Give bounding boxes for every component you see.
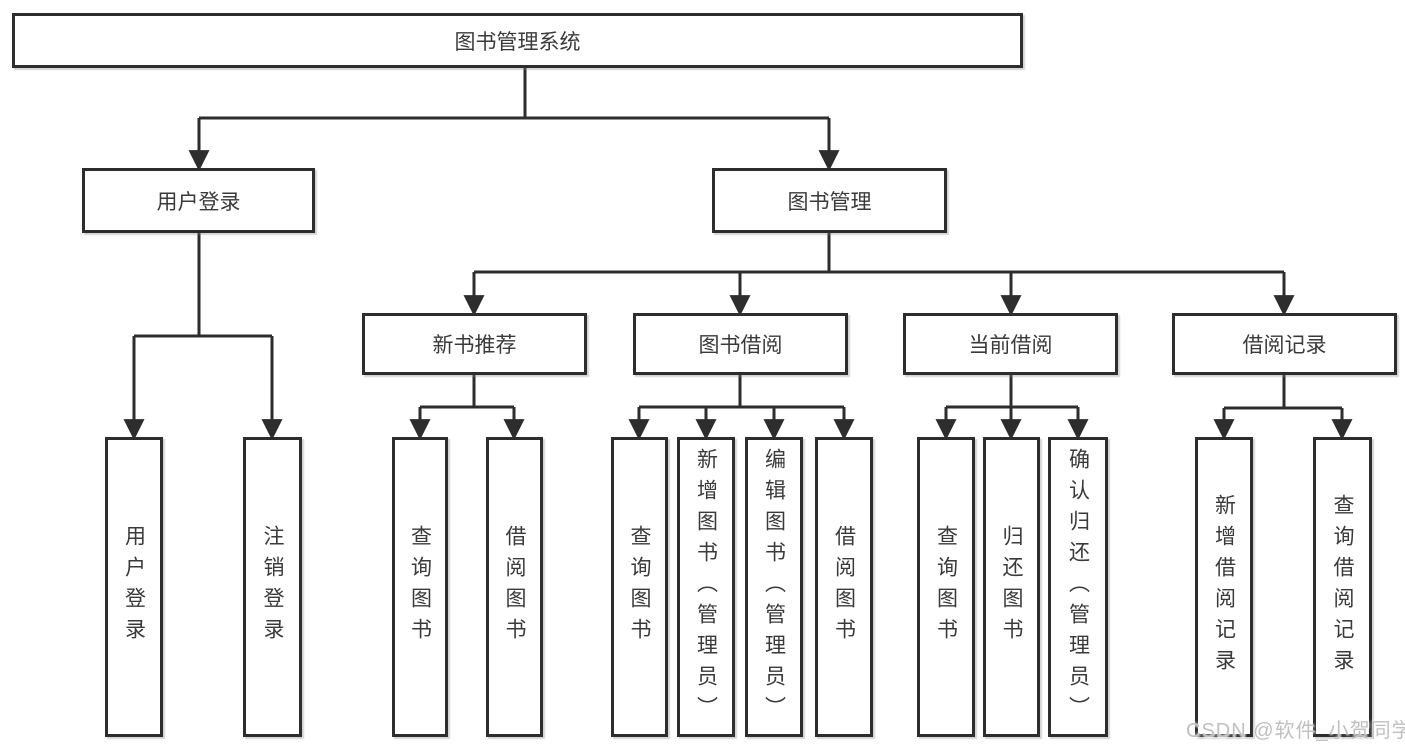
leaf-borrow-books-recommend: 借阅图书 xyxy=(486,437,543,737)
node-book-borrow: 图书借阅 xyxy=(633,313,848,375)
connector-bookmgmt-to-level3 xyxy=(463,233,1295,317)
leaf-confirm-return-admin: 确认归还（管理员） xyxy=(1048,437,1108,737)
connector-userlogin-to-leaves xyxy=(123,233,283,441)
leaf-add-books-admin: 新增图书（管理员） xyxy=(677,437,735,737)
leaf-borrow-books: 借阅图书 xyxy=(815,437,873,737)
connector-borrow-to-leaves xyxy=(628,375,855,441)
node-current-borrow: 当前借阅 xyxy=(903,313,1118,375)
leaf-query-books-recommend: 查询图书 xyxy=(392,437,448,737)
node-book-management: 图书管理 xyxy=(712,168,947,233)
csdn-watermark: CSDN @软件_小贺同学 xyxy=(1186,720,1405,742)
leaf-query-books-borrow: 查询图书 xyxy=(611,437,668,737)
leaf-user-login: 用户登录 xyxy=(105,437,163,737)
connector-current-to-leaves xyxy=(935,375,1089,441)
node-new-book-recommend: 新书推荐 xyxy=(362,313,587,375)
leaf-query-borrow-record: 查询借阅记录 xyxy=(1313,437,1372,737)
node-user-login: 用户登录 xyxy=(82,168,315,233)
leaf-edit-books-admin: 编辑图书（管理员） xyxy=(745,437,803,737)
leaf-add-borrow-record: 新增借阅记录 xyxy=(1195,437,1253,737)
leaf-query-books-current: 查询图书 xyxy=(917,437,975,737)
node-borrow-records: 借阅记录 xyxy=(1172,313,1397,375)
leaf-return-books: 归还图书 xyxy=(983,437,1040,737)
connector-recommend-to-leaves xyxy=(409,375,525,441)
connector-root-to-level2 xyxy=(188,68,840,172)
node-root-system: 图书管理系统 xyxy=(12,13,1023,68)
leaf-logout: 注销登录 xyxy=(243,437,302,737)
connector-records-to-leaves xyxy=(1213,375,1353,441)
